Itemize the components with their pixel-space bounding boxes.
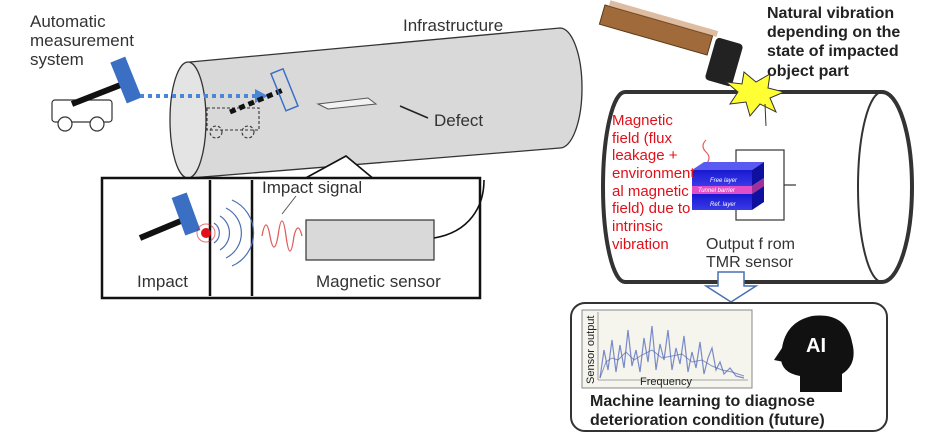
system-label: Automatic measurement system — [30, 12, 134, 70]
defect-label: Defect — [434, 111, 484, 130]
magnetic-sensor-label: Magnetic sensor — [316, 272, 441, 291]
infrastructure-label: Infrastructure — [403, 16, 504, 35]
spectrum-plot: Sensor output Frequency — [581, 309, 753, 389]
ai-head-icon: AI — [774, 315, 854, 392]
infrastructure-pipe — [169, 27, 583, 179]
down-arrow — [703, 271, 759, 303]
tmr-layer-1: Free layer — [710, 178, 738, 184]
impact-burst — [724, 71, 786, 118]
ml-caption: Machine learning to diagnose deteriorati… — [590, 393, 825, 430]
plot-xlabel: Frequency — [640, 376, 692, 388]
detail-box — [100, 176, 485, 300]
impact-signal-label: Impact signal — [262, 178, 363, 197]
measurement-vehicle — [51, 56, 142, 132]
output-label: Output f rom TMR sensor — [706, 236, 795, 272]
plot-ylabel: Sensor output — [585, 316, 597, 385]
tmr-layer-2: Tunnel barrier — [698, 188, 736, 194]
tmr-layer-3: Ref. layer — [710, 202, 737, 208]
impact-label: Impact — [137, 272, 189, 291]
tmr-sensor — [692, 149, 796, 221]
vehicle-in-pipe — [206, 67, 299, 139]
defect-mark — [316, 97, 429, 119]
hammer-icon — [598, 0, 743, 87]
ai-badge: AI — [806, 335, 826, 357]
impact-line — [764, 103, 767, 127]
magnetic-field-label: Magnetic field (flux leakage + environme… — [612, 112, 695, 253]
natural-vibration-label: Natural vibration depending on the state… — [767, 5, 901, 80]
